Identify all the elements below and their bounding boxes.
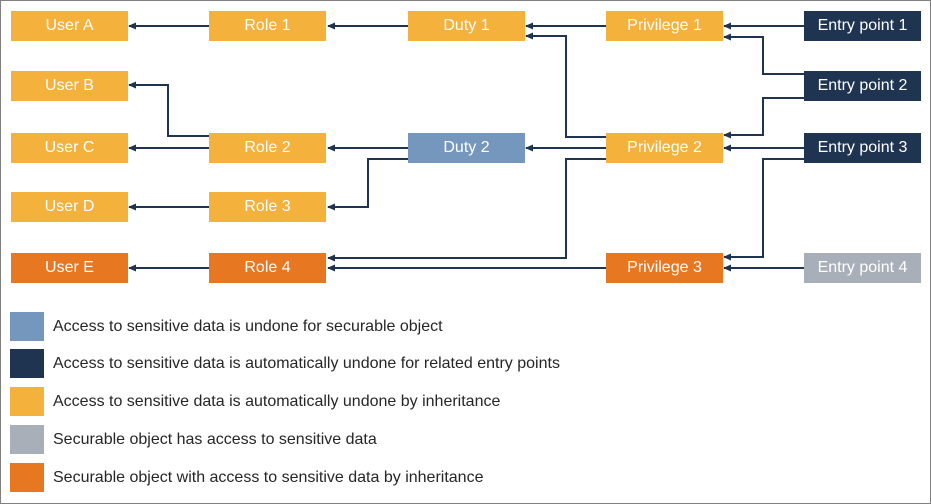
node-privilege-3: Privilege 3 [606,253,723,283]
node-duty-1: Duty 1 [408,11,525,41]
legend-label-by-inheritance: Securable object with access to sensitiv… [53,469,484,486]
node-user-a: User A [11,11,128,41]
node-entry-point-4: Entry point 4 [804,253,921,283]
edge-entry3-privilege3 [723,158,804,261]
node-role-4: Role 4 [209,253,326,283]
edge-duty2-role3 [327,158,408,211]
node-privilege-2: Privilege 2 [606,133,723,163]
node-entry-point-3: Entry point 3 [804,133,921,163]
node-user-e: User E [11,253,128,283]
node-role-1: Role 1 [209,11,326,41]
node-entry-point-2: Entry point 2 [804,71,921,101]
legend-label-undone: Access to sensitive data is undone for s… [53,318,443,335]
node-role-3: Role 3 [209,192,326,222]
node-entry-point-1: Entry point 1 [804,11,921,41]
node-role-2: Role 2 [209,133,326,163]
node-user-d: User D [11,192,128,222]
legend-label-inheritance-undone: Access to sensitive data is automaticall… [53,393,501,410]
legend-swatch-entry-points [10,349,44,378]
legend-swatch-has-access [10,425,44,454]
legend-swatch-undone [10,312,44,341]
legend-swatch-inheritance-undone [10,387,44,416]
node-duty-2: Duty 2 [408,133,525,163]
legend-label-has-access: Securable object has access to sensitive… [53,431,377,448]
edge-entry2-privilege1 [723,33,804,75]
edge-privilege2-role4 [327,158,606,262]
legend-swatch-by-inheritance [10,463,44,492]
legend-label-entry-points: Access to sensitive data is automaticall… [53,355,560,372]
node-privilege-1: Privilege 1 [606,11,723,41]
node-user-c: User C [11,133,128,163]
node-user-b: User B [11,71,128,101]
edge-privilege2-duty1 [525,32,606,138]
edge-entry2-privilege2 [723,97,804,139]
edge-role2-userb [128,81,209,137]
